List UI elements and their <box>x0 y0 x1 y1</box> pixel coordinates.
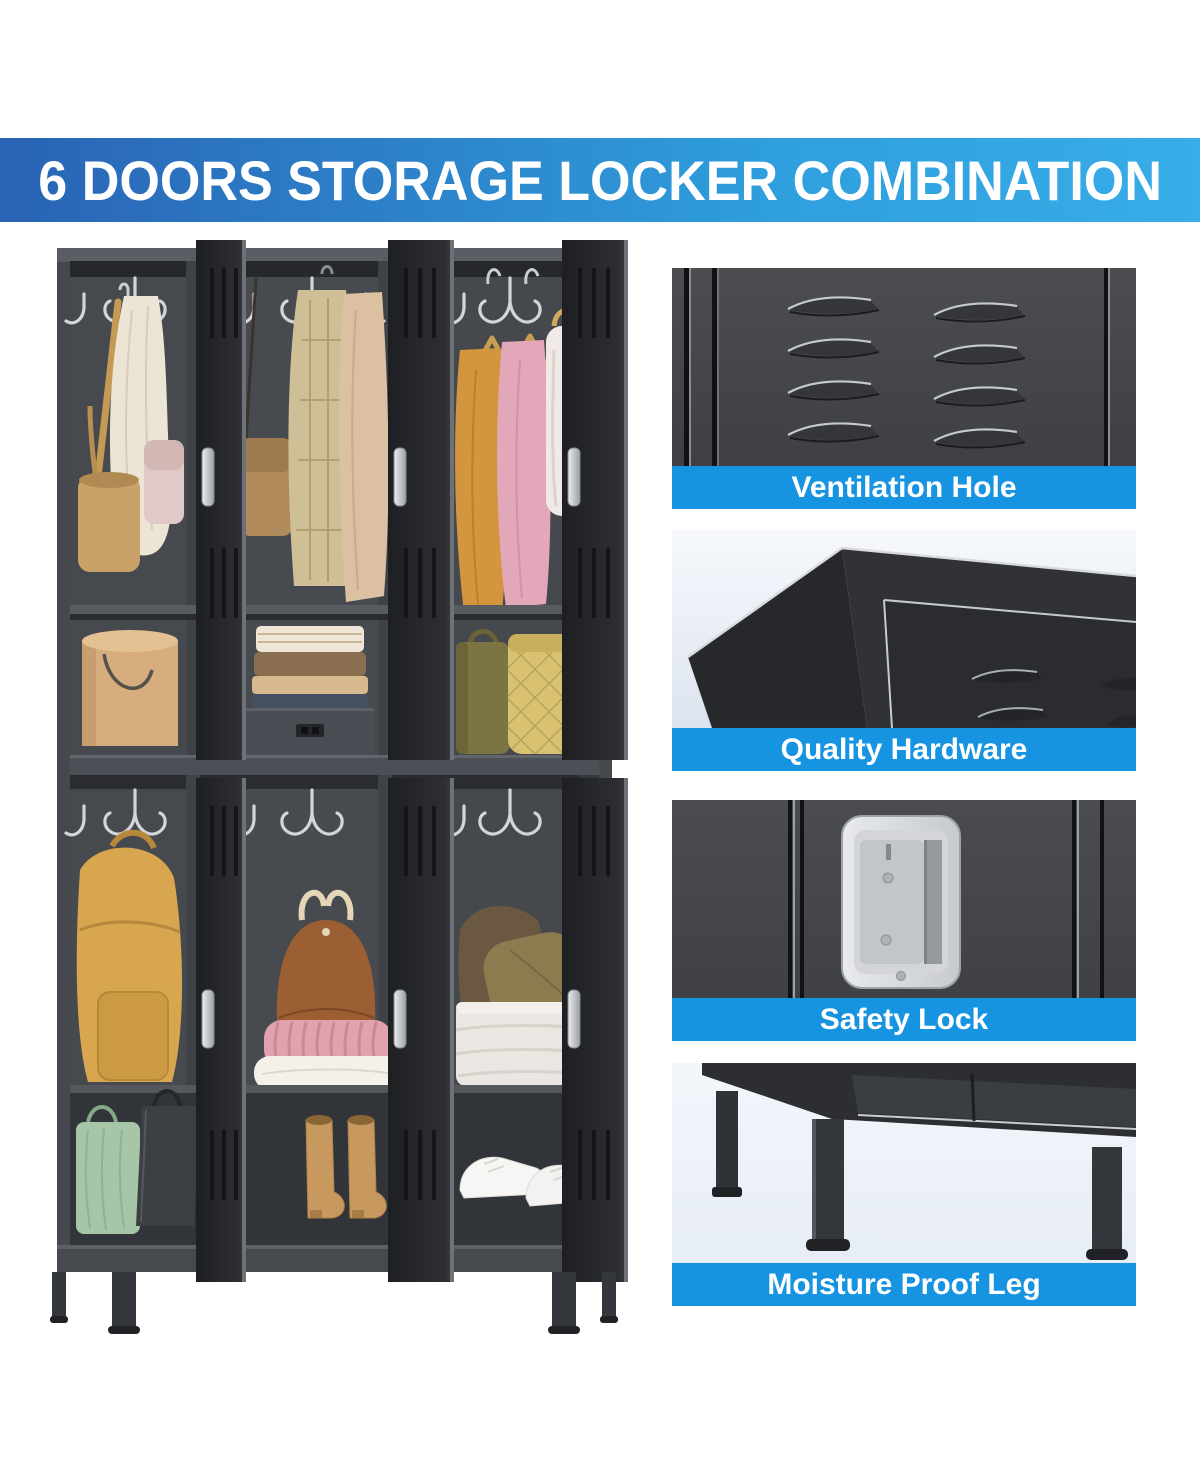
recessed-lock <box>841 815 961 989</box>
feature-panel-moisture-proof-leg: Moisture Proof Leg <box>672 1063 1136 1306</box>
feature-label-bar: Moisture Proof Leg <box>672 1263 1136 1306</box>
louver-vents-partial <box>971 669 1136 728</box>
green-bag-and-tote <box>76 1089 200 1234</box>
quality-hardware-photo <box>672 530 1136 728</box>
ankle-boots <box>305 1115 387 1219</box>
backpack <box>76 829 182 1082</box>
cabinet-side-face <box>688 548 867 728</box>
feature-label-bar: Ventilation Hole <box>672 466 1136 509</box>
moisture-proof-legs <box>712 1091 1128 1260</box>
top-shelf <box>70 605 599 614</box>
cabinet-base <box>57 1245 612 1272</box>
locker-product-photo <box>40 230 650 1340</box>
hat-box <box>82 630 178 746</box>
moisture-proof-leg-photo <box>672 1063 1136 1263</box>
feature-label-bar: Quality Hardware <box>672 728 1136 771</box>
louver-vents <box>787 296 1026 449</box>
folded-clothes-and-drawer <box>246 626 374 755</box>
open-doors-top <box>196 240 628 760</box>
feature-label: Safety Lock <box>819 1002 989 1036</box>
feature-panel-quality-hardware: Quality Hardware <box>672 530 1136 771</box>
feature-label: Quality Hardware <box>780 732 1028 766</box>
safety-lock-photo <box>672 800 1136 998</box>
handbag-and-knitwear <box>254 889 402 1090</box>
cabinet-bottom-door <box>852 1075 1136 1127</box>
feature-panel-safety-lock: Safety Lock <box>672 800 1136 1041</box>
shoe-shelf <box>70 1085 599 1093</box>
locker-legs <box>50 1272 618 1334</box>
locker-illustration <box>50 240 628 1334</box>
feature-label: Moisture Proof Leg <box>767 1267 1041 1301</box>
banner: 6 DOORS STORAGE LOCKER COMBINATION <box>0 138 1200 222</box>
feature-label: Ventilation Hole <box>791 470 1017 504</box>
hanging-coats <box>238 265 389 602</box>
feature-panel-ventilation-hole: Ventilation Hole <box>672 268 1136 509</box>
feature-label-bar: Safety Lock <box>672 998 1136 1041</box>
ventilation-hole-photo <box>672 268 1136 466</box>
door-face <box>884 600 1136 728</box>
bags-and-basket <box>455 905 597 1086</box>
hanging-scarf-and-bags <box>78 282 184 572</box>
open-doors-bottom <box>196 778 628 1282</box>
banner-title: 6 DOORS STORAGE LOCKER COMBINATION <box>38 148 1162 212</box>
